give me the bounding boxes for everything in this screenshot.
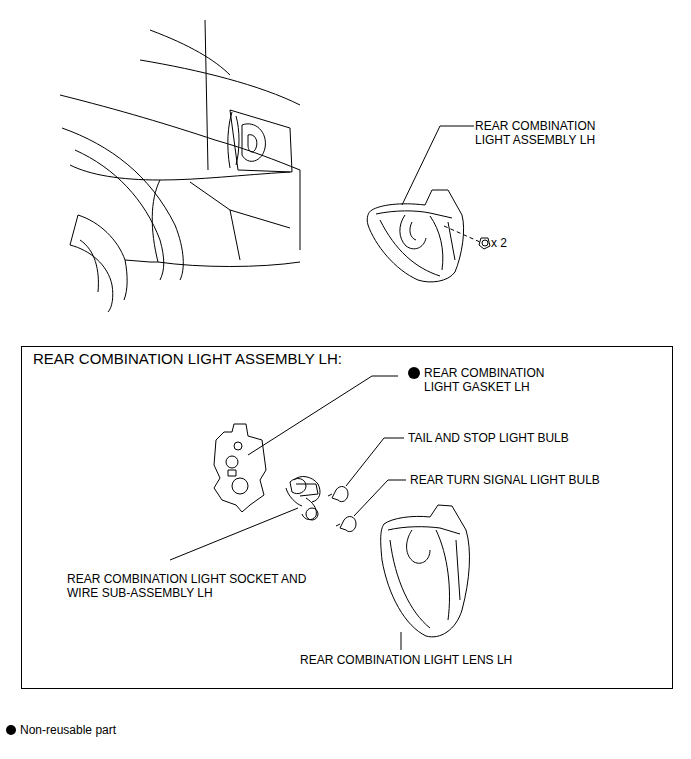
legend-text: Non-reusable part (20, 723, 116, 737)
part-name: REAR TURN SIGNAL LIGHT BULB (410, 473, 600, 487)
bulb-illustration (328, 438, 406, 532)
gasket-illustration (214, 367, 420, 512)
part-name: REAR COMBINATION LIGHT SOCKET AND WIRE S… (67, 572, 312, 600)
vehicle-illustration (60, 20, 300, 312)
lens-illustration (381, 505, 470, 650)
part-name: TAIL AND STOP LIGHT BULB (408, 431, 569, 445)
socket-and-wire-illustration (170, 477, 320, 560)
quantity-label: x 2 (491, 236, 507, 250)
group-title: REAR COMBINATION LIGHT ASSEMBLY LH: (33, 350, 672, 368)
group-frame: REAR COMBINATION LIGHT ASSEMBLY LH: (21, 346, 673, 689)
non-reusable-mark (408, 367, 420, 379)
part-name: REAR COMBINATION LIGHT GASKET LH (424, 366, 574, 394)
non-reusable-mark (6, 725, 16, 735)
rear-combination-light-assembly (367, 126, 490, 282)
part-name: REAR COMBINATION LIGHT ASSEMBLY LH (475, 119, 625, 147)
part-name: REAR COMBINATION LIGHT LENS LH (300, 653, 512, 667)
